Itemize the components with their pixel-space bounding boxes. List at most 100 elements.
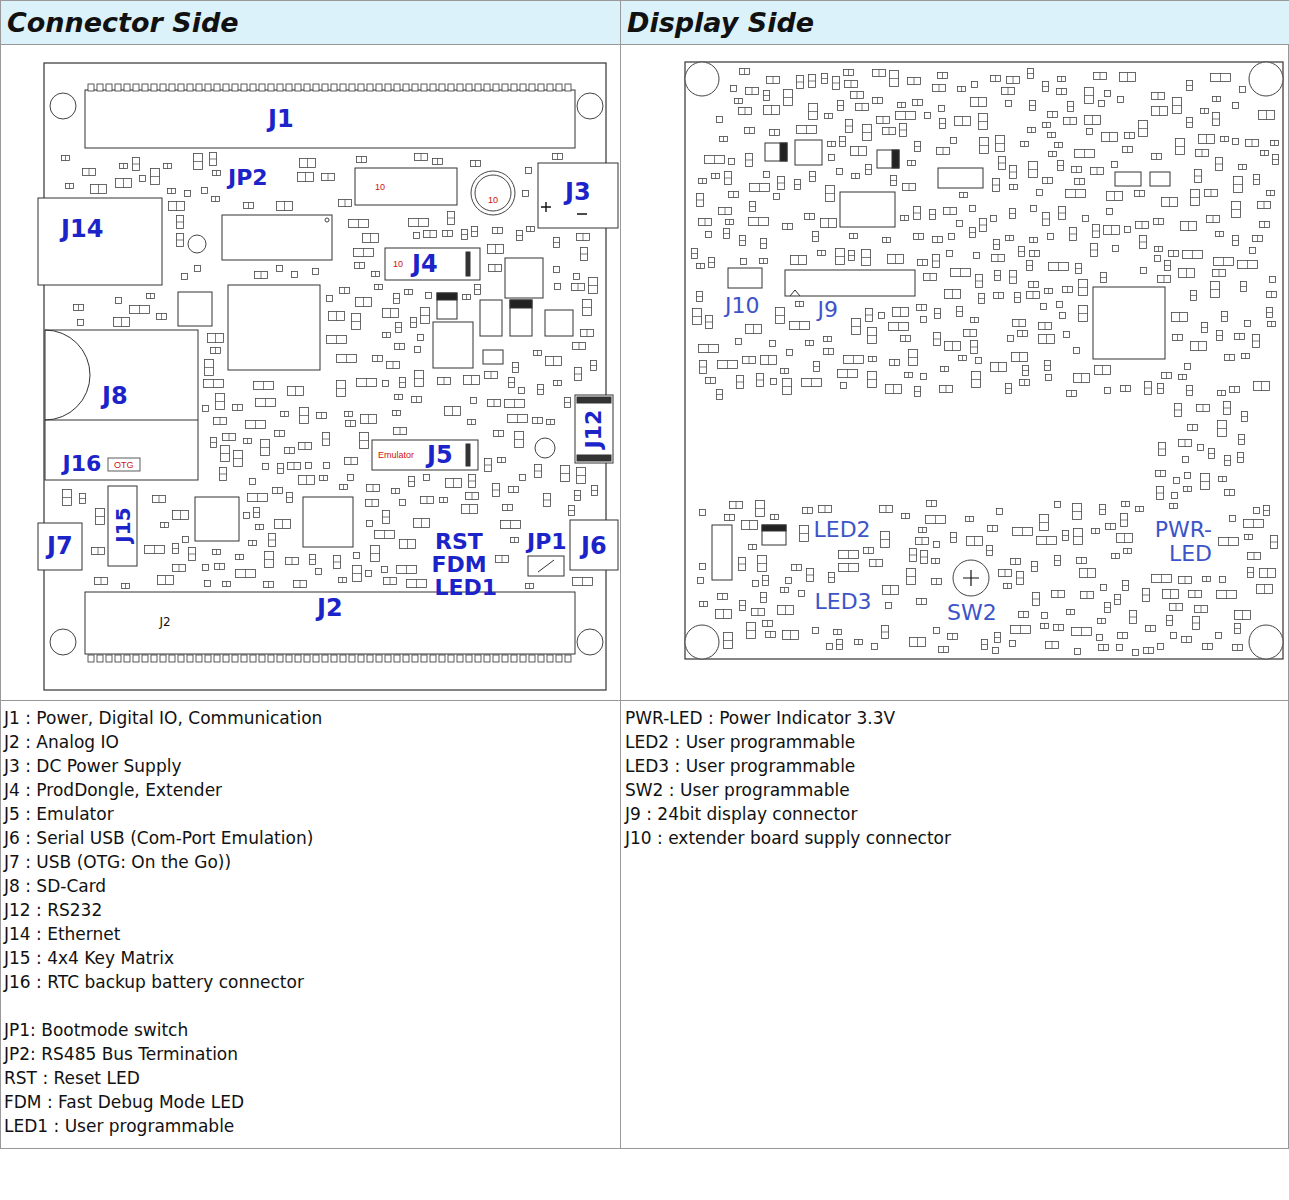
smd-part [947, 251, 953, 257]
connector-pin [493, 84, 499, 91]
smd-pad-split [475, 289, 481, 290]
smd-body [248, 494, 268, 502]
smd-part [970, 206, 976, 212]
smd-part [214, 418, 227, 425]
smd-body [411, 318, 417, 328]
connector-pin [151, 84, 157, 91]
smd-body [1079, 280, 1088, 296]
smd-pad-split [934, 339, 941, 340]
connector-pin [403, 655, 409, 662]
smd-part [1239, 165, 1247, 170]
smd-pad-split [211, 442, 217, 443]
smd-pad-split [1010, 277, 1017, 278]
smd-part [706, 378, 716, 384]
smd-pad-split [515, 439, 524, 440]
smd-body [1107, 192, 1123, 201]
smd-body [1121, 386, 1131, 392]
smd-pad-split [848, 70, 849, 76]
smd-body [275, 431, 285, 437]
smd-body [1102, 133, 1118, 142]
smd-part [999, 157, 1006, 170]
smd-pad-split [998, 255, 999, 262]
connector-pin [385, 655, 391, 662]
smd-pad-split [962, 117, 963, 126]
connector-pin [502, 84, 508, 91]
connector-pin [331, 84, 337, 91]
smd-part [818, 251, 826, 256]
smd-body [133, 158, 140, 171]
smd-part [581, 330, 594, 337]
smd-pad-split [1264, 151, 1265, 156]
smd-pad-split [1046, 123, 1047, 128]
smd-pad-split [581, 254, 588, 255]
smd-part [572, 284, 585, 291]
smd-body [443, 231, 453, 237]
smd-pad-split [943, 148, 944, 155]
smd-part [697, 292, 703, 302]
smd-part [213, 550, 221, 555]
smd-body [1187, 386, 1193, 396]
smd-part [1093, 225, 1100, 238]
smd-body [383, 333, 391, 338]
smd-body [513, 363, 519, 373]
smd-pad-split [334, 562, 341, 563]
smd-part [517, 231, 523, 241]
smd-part [363, 234, 379, 243]
smd-body [1155, 256, 1161, 262]
smd-body [1125, 133, 1135, 139]
smd-body [743, 357, 756, 364]
smd-part [375, 531, 395, 539]
smd-pad-split [366, 379, 367, 387]
smd-body [731, 86, 737, 92]
smd-body [771, 379, 777, 385]
smd-pad-split [177, 222, 184, 223]
smd-part [337, 355, 357, 363]
smd-part [1028, 128, 1036, 133]
smd-part [720, 137, 728, 142]
smd-body [526, 584, 534, 589]
smd-pad-split [177, 240, 184, 241]
smd-part [383, 333, 391, 338]
smd-part [1083, 216, 1089, 222]
smd-part [901, 336, 911, 342]
smd-part [840, 137, 846, 147]
smd-pad-split [783, 386, 792, 387]
smd-part [1063, 531, 1069, 541]
smd-part [1267, 292, 1277, 298]
smd-pad-split [321, 413, 322, 419]
smd-part [1064, 332, 1070, 338]
connector-pin [268, 655, 274, 662]
smd-pad-split [745, 108, 746, 115]
smd-part [202, 188, 208, 194]
smd-part [1074, 348, 1080, 354]
smd-body [216, 394, 225, 410]
smd-body [933, 237, 943, 243]
smd-pad-split [1070, 234, 1077, 235]
smd-body [1010, 166, 1017, 179]
smd-pad-split [797, 82, 804, 83]
smd-part [1254, 382, 1270, 391]
smd-body [850, 234, 858, 239]
smd-body [1080, 569, 1096, 578]
smd-pad-split [210, 159, 217, 160]
smd-part [183, 537, 189, 543]
smd-pad-split [577, 475, 586, 476]
smd-body [354, 249, 374, 257]
smd-pad-split [378, 285, 379, 290]
smd-body [1225, 355, 1235, 361]
smd-part [1043, 213, 1050, 226]
smd-pad-split [939, 85, 940, 92]
smd-part [712, 174, 720, 179]
smd-part [523, 191, 529, 197]
smd-pad-split [1093, 231, 1100, 232]
smd-part [411, 318, 417, 328]
smd-body [1058, 161, 1064, 171]
smd-pad-split [1081, 628, 1082, 636]
smd-body [725, 172, 732, 185]
smd-part [1125, 133, 1135, 139]
mounting-hole [50, 93, 76, 119]
smd-pad-split [700, 367, 707, 368]
smd-part [846, 120, 853, 133]
smd-pad-split [863, 132, 872, 133]
smd-part [856, 104, 869, 111]
